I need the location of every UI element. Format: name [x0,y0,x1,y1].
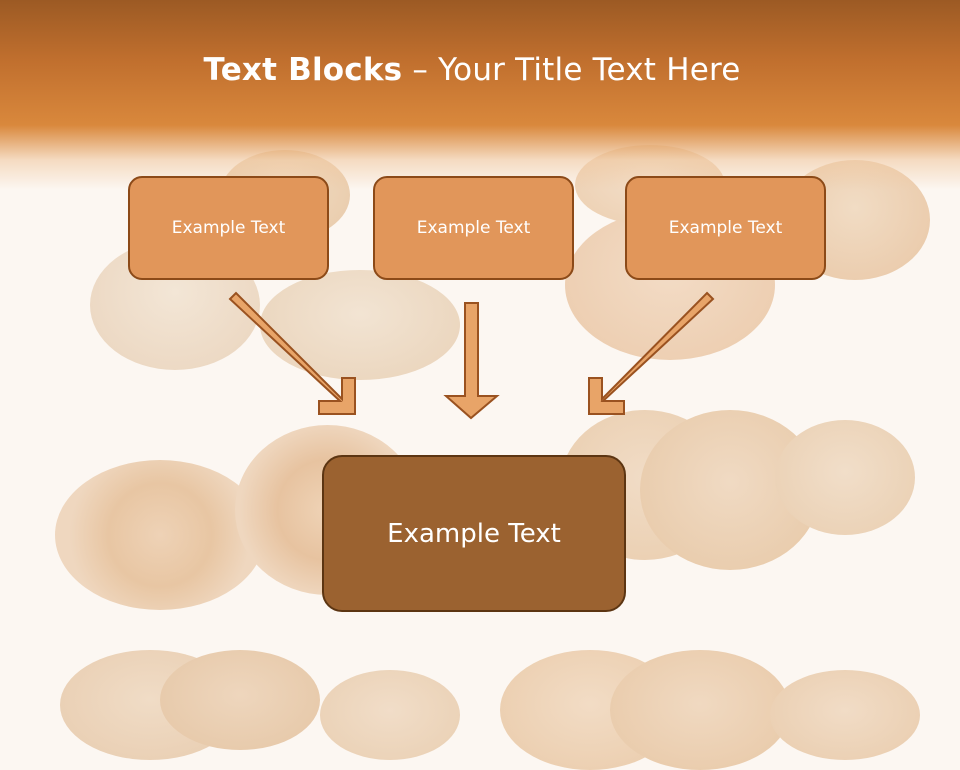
arrows-diagram [228,291,715,420]
arrow-right-icon [588,291,715,415]
text-block-top-center[interactable]: Example Text [373,176,574,280]
text-block-top-right[interactable]: Example Text [625,176,826,280]
text-block-label: Example Text [668,218,783,238]
arrow-left-icon [228,291,356,415]
title-bold-part: Text Blocks [203,52,403,88]
text-block-main[interactable]: Example Text [322,455,626,612]
text-block-label: Example Text [171,218,286,238]
slide-title: Text Blocks – Your Title Text Here [0,52,944,88]
text-block-top-left[interactable]: Example Text [128,176,329,280]
title-rest-part: Your Title Text Here [438,52,741,88]
text-block-label: Example Text [416,218,531,238]
arrow-down-icon [443,302,500,420]
title-bar [0,0,960,190]
text-block-main-label: Example Text [387,518,561,549]
title-separator: – [402,52,439,88]
